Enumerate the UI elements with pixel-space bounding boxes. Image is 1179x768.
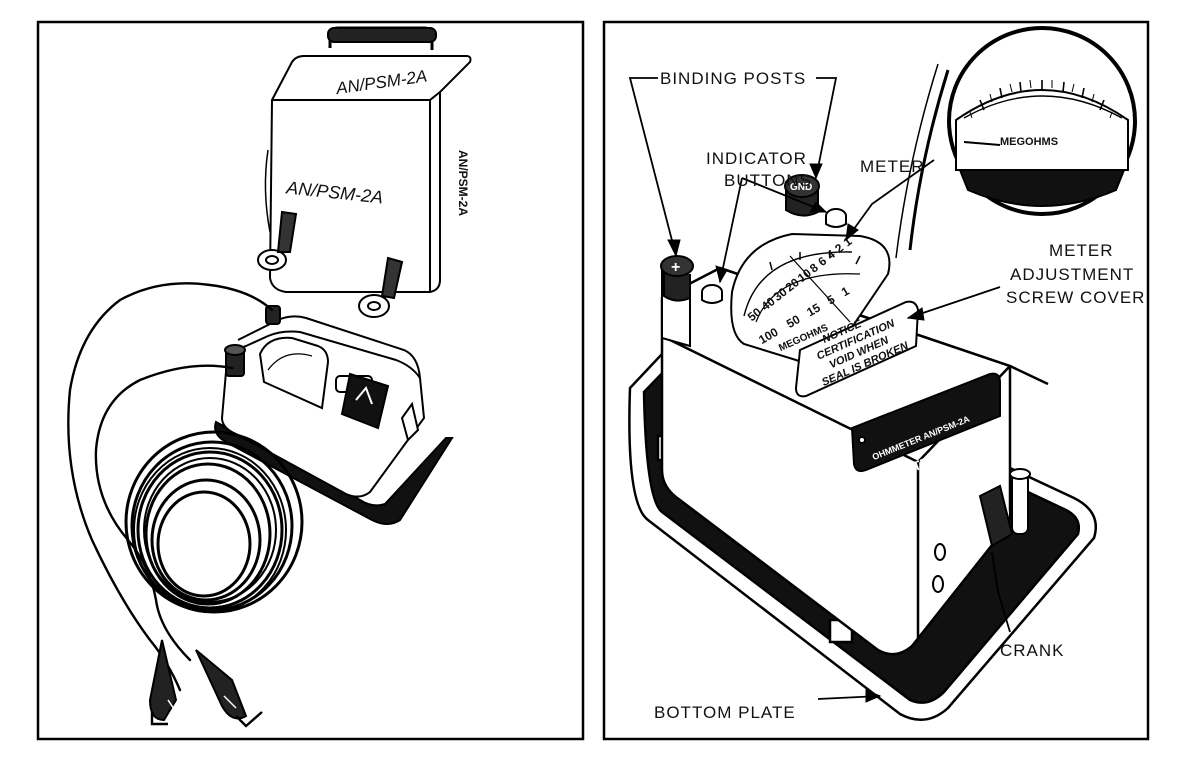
callout-meter-adjustment-line1: METER — [1049, 241, 1114, 260]
ohmmeter-body — [660, 266, 1049, 656]
indicator-buttons — [701, 208, 847, 304]
left-panel-frame — [36, 20, 585, 741]
callout-meter-adjustment-line3: SCREW COVER — [1006, 288, 1145, 307]
callout-crank: CRANK — [1000, 641, 1065, 660]
seal-plate — [794, 300, 920, 398]
callout-indicator-buttons-line2: BUTTONS — [724, 171, 812, 190]
alligator-clips — [148, 639, 263, 728]
coiled-cable — [124, 430, 304, 614]
inset-meter-unit: MEGOHMS — [1000, 136, 1058, 148]
case-label-side: AN/PSM-2A — [456, 150, 470, 216]
test-leads — [67, 282, 274, 692]
callout-meter: METER — [860, 157, 925, 176]
right-panel-frame — [602, 20, 1150, 741]
callout-binding-posts: BINDING POSTS — [660, 69, 806, 88]
ohmmeter-small — [214, 315, 454, 525]
case-latches — [257, 210, 404, 318]
binding-post-left-small — [224, 305, 281, 377]
crank-assembly — [932, 468, 1031, 593]
callout-indicator-buttons-line1: INDICATOR — [706, 149, 807, 168]
positive-post-mark: + — [671, 259, 680, 276]
binding-post-positive — [660, 255, 694, 348]
callout-bottom-plate: BOTTOM PLATE — [654, 703, 796, 722]
callout-meter-adjustment-line2: ADJUSTMENT — [1010, 265, 1134, 284]
leader-arrowheads — [667, 163, 925, 703]
inset-meter — [895, 26, 1137, 259]
ground-post-mark: GND — [790, 182, 812, 193]
nameplate — [850, 372, 1001, 473]
carrying-case — [264, 26, 472, 293]
